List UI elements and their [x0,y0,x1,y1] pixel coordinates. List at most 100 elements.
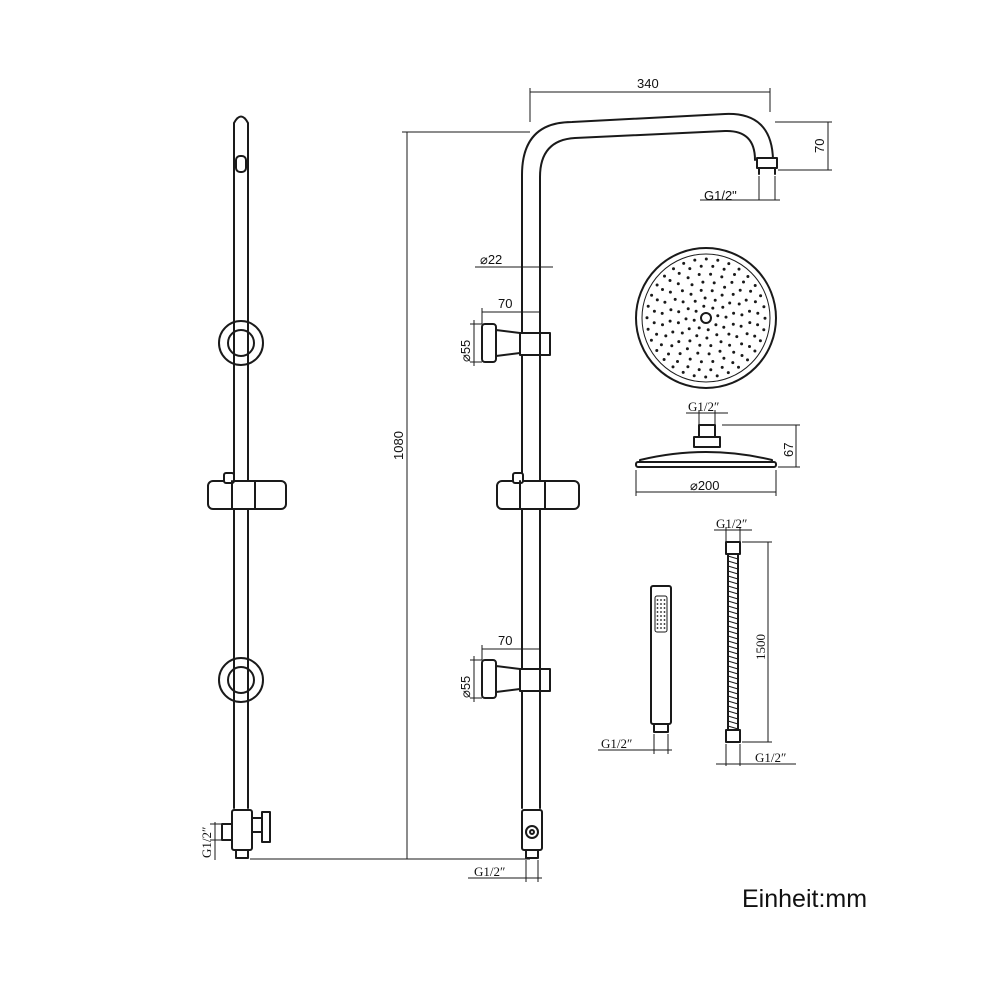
hand-nozzle-dot [663,607,666,609]
nozzle-dot [688,357,692,361]
nozzle-dot [671,365,675,369]
nozzle-dot [748,345,751,348]
nozzle-dot [763,316,767,320]
hand-nozzle-dot [660,611,662,613]
nozzle-dot [738,288,742,292]
nozzle-dot [660,311,664,315]
nozzle-dot [681,300,685,304]
nozzle-dot [645,316,649,320]
bracket-lower-projection-label: 70 [498,633,512,648]
nozzle-dot [719,340,723,344]
nozzle-dot [694,309,698,313]
nozzle-dot [722,267,726,271]
nozzle-dot [744,298,748,302]
nozzle-dot [732,311,736,315]
nozzle-dot [662,358,666,361]
nozzle-dot [676,282,680,286]
nozzle-dot [756,311,760,315]
nozzle-dot [739,324,743,328]
bottom-inlet-thread-label: G1/2″ [474,864,505,879]
nozzle-dot [753,284,757,287]
nozzle-dot [687,327,691,331]
nozzle-dot [686,365,690,369]
hand-nozzle-dot [660,627,662,629]
nozzle-dot [697,273,701,276]
nozzle-dot [668,279,672,282]
nozzle-dot [677,340,681,344]
bracket-lower-diameter-label: ⌀55 [458,676,473,698]
nozzle-dot [697,326,701,330]
nozzle-dot [686,307,690,311]
nozzle-dot [720,275,724,279]
hand-nozzle-dot [656,607,659,609]
nozzle-dot [676,321,680,325]
nozzle-dot [715,333,719,337]
front-upper-wall-bracket [481,323,551,363]
nozzle-dot [709,344,713,348]
nozzle-dot [712,281,716,285]
nozzle-dot [711,264,715,268]
hand-nozzle-dot [660,599,662,601]
arm-thread-label: G1/2" [704,188,737,203]
hand-nozzle-dot [663,627,666,629]
nozzle-dot [650,293,654,297]
nozzle-dot [659,343,663,347]
nozzle-dot [740,313,744,317]
nozzle-dot [664,334,668,338]
hand-nozzle-dot [660,623,662,625]
nozzle-dot [699,360,703,364]
nozzle-dot [681,370,685,374]
hand-nozzle-dot [663,603,666,605]
nozzle-dot [722,356,726,360]
hose-thread-top-label: G1/2″ [716,516,747,531]
front-lower-wall-bracket [481,659,551,699]
hand-nozzle-dot [656,627,659,629]
nozzle-dot [698,343,702,347]
nozzle-dot [718,349,722,353]
nozzle-dot [706,328,710,332]
nozzle-dot [655,283,659,287]
nozzle-pattern [645,257,767,379]
nozzle-dot [661,288,664,291]
nozzle-dot [711,306,715,310]
nozzle-dot [701,280,705,284]
nozzle-dot [693,258,697,262]
nozzle-dot [703,296,707,300]
nozzle-dot [655,332,659,336]
nozzle-dot [669,308,673,312]
nozzle-dot [709,368,713,372]
head-shower-top-view [635,247,777,389]
nozzle-dot [680,331,684,335]
nozzle-dot [740,354,744,357]
nozzle-dot [667,352,670,356]
nozzle-dot [677,310,681,314]
nozzle-dot [709,272,713,276]
hand-nozzle-dot [663,615,666,617]
nozzle-dot [663,300,667,304]
nozzle-dot [746,275,750,278]
hand-nozzle-dot [656,611,659,613]
hose-length-label: 1500 [753,634,768,660]
nozzle-dot [668,290,672,294]
nozzle-dot [731,322,735,326]
nozzle-dot [753,334,757,338]
nozzle-dot [740,342,744,346]
front-view-column [481,112,778,859]
hand-nozzle-dot [656,619,659,621]
nozzle-dot [655,349,659,352]
head-height-label: 67 [781,443,796,457]
hand-shower-thread-label: G1/2″ [601,736,632,751]
nozzle-dot [748,309,751,313]
front-diverter-valve [521,809,543,859]
nozzle-dot [731,292,735,296]
nozzle-dot [753,300,757,304]
head-shower-side-view: G1/2″ 67 ⌀200 [635,399,800,496]
arm-length-label: 340 [637,76,659,91]
nozzle-dot [728,301,732,305]
hand-shower: G1/2″ [598,585,672,754]
nozzle-dot [732,350,736,354]
side-slide-holder [207,472,287,510]
hand-nozzle-dot [663,623,666,625]
nozzle-dot [730,280,734,284]
nozzle-dot [748,321,752,325]
